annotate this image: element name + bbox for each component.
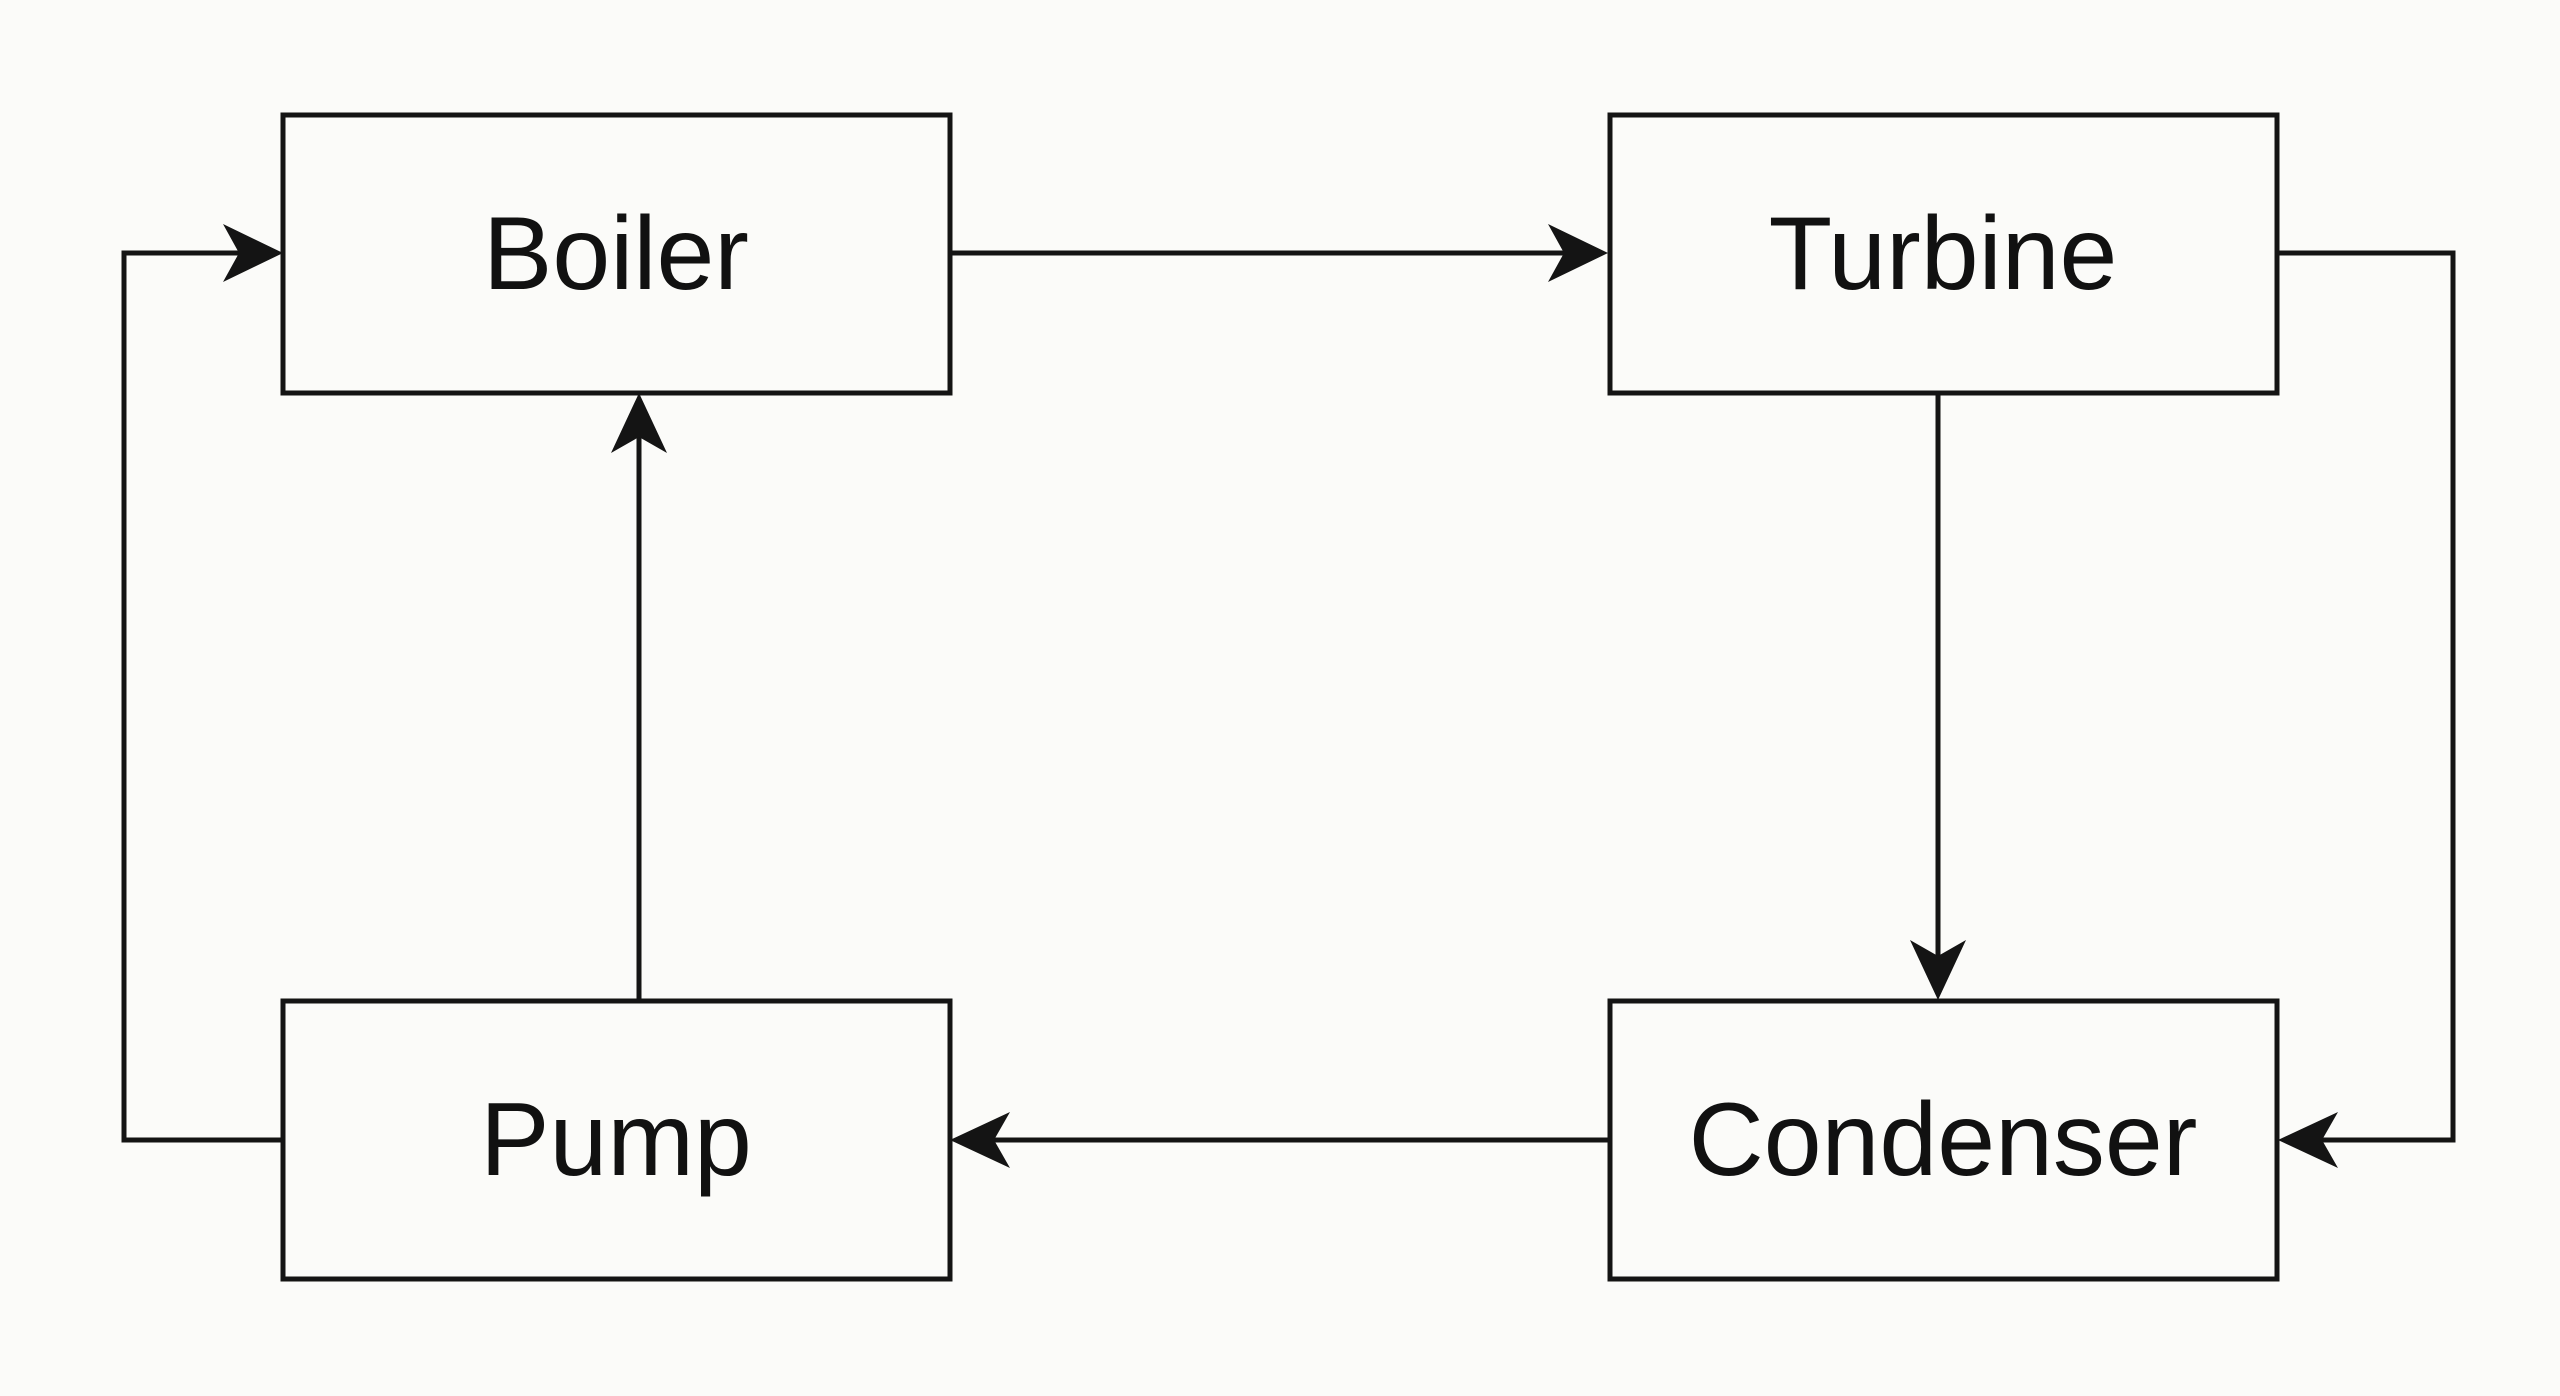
node-boiler-label: Boiler xyxy=(483,196,749,312)
edge-turbine-right-loop xyxy=(2277,250,2456,1143)
node-pump-label: Pump xyxy=(480,1082,752,1198)
arrowhead-condenser-top-icon xyxy=(1910,940,1966,1000)
node-condenser-box xyxy=(1607,998,2280,1282)
node-turbine-box xyxy=(1607,112,2280,396)
node-boiler-box xyxy=(280,112,953,396)
node-pump-box xyxy=(280,998,953,1282)
arrowhead-turbine-input-icon xyxy=(1548,224,1608,282)
node-condenser: Condenser xyxy=(1607,998,2280,1282)
edge-pump-left-loop xyxy=(121,250,283,1143)
arrowhead-pump-input-icon xyxy=(950,1112,1010,1168)
arrowhead-boiler-bottom-icon xyxy=(611,393,667,453)
arrowhead-boiler-left-icon xyxy=(223,224,283,282)
node-boiler: Boiler xyxy=(280,112,953,396)
node-turbine-label: Turbine xyxy=(1769,196,2118,312)
node-condenser-label: Condenser xyxy=(1689,1082,2198,1198)
node-pump: Pump xyxy=(280,998,953,1282)
node-turbine: Turbine xyxy=(1607,112,2280,396)
arrowhead-condenser-right-icon xyxy=(2278,1112,2338,1168)
